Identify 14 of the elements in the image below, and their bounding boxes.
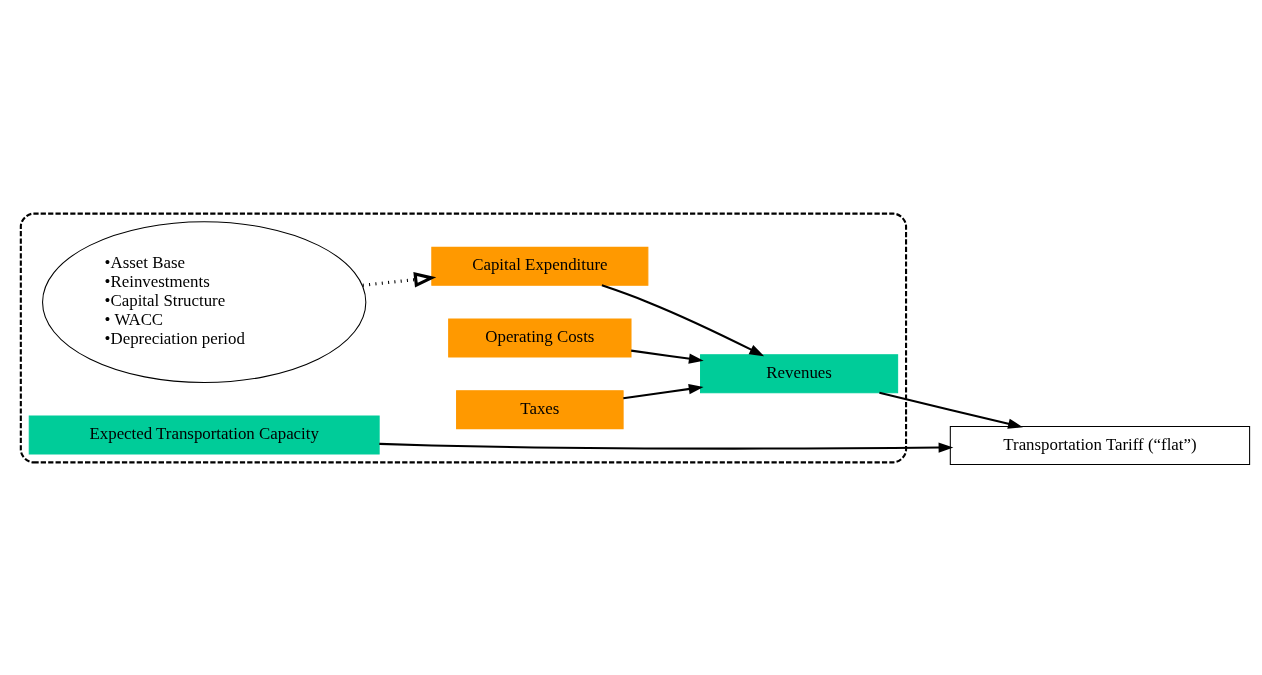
node-box: Taxes (456, 389, 624, 429)
node-box: Capital Expenditure (431, 246, 649, 286)
arrow (623, 383, 704, 399)
node-box: Expected Transportation Capacity (28, 414, 380, 454)
arrow (379, 441, 954, 453)
cluster (19, 212, 908, 463)
node-ellipse: •Asset Base •Reinvestments •Capital Structure • WACC •Depreciation period (42, 220, 367, 383)
arrow (631, 349, 704, 364)
arrow (601, 283, 765, 356)
node-box: Operating Costs (448, 318, 632, 357)
node-box: Revenues (700, 353, 899, 393)
arrow (362, 271, 437, 287)
node-box: Transportation Tariff (“flat”) (949, 425, 1251, 465)
arrow (879, 391, 1023, 429)
